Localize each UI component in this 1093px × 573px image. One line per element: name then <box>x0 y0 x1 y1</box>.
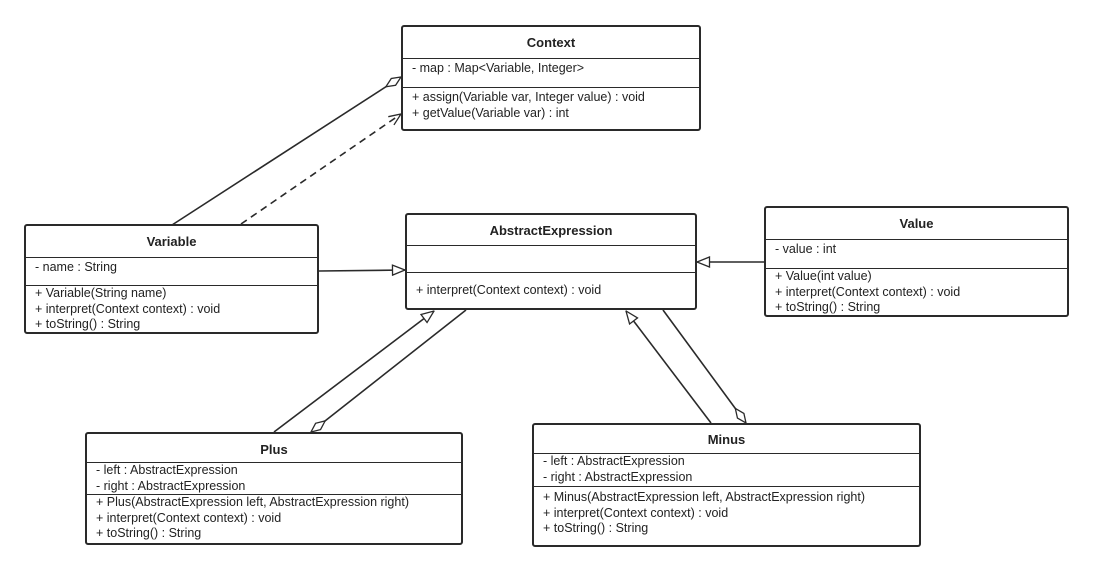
operations-compartment: + Variable(String name) + interpret(Cont… <box>26 286 317 335</box>
attributes-compartment: - name : String <box>26 258 317 286</box>
abstractexpression-minus-aggregation <box>662 309 746 423</box>
operation: + Value(int value) <box>775 269 872 283</box>
minus-class[interactable]: Minus - left : AbstractExpression - righ… <box>532 423 921 547</box>
operation: + toString() : String <box>543 521 649 535</box>
operation: + interpret(Context context) : void <box>96 510 282 525</box>
attributes-compartment: - map : Map<Variable, Integer> <box>403 59 699 88</box>
operation: + getValue(Variable var) : int <box>412 105 569 120</box>
attributes-compartment: - value : int <box>766 240 1067 269</box>
class-name: Variable <box>26 226 317 258</box>
variable-class[interactable]: Variable - name : String + Variable(Stri… <box>24 224 319 334</box>
attributes-compartment <box>407 246 695 273</box>
context-class[interactable]: Context - map : Map<Variable, Integer> +… <box>401 25 701 131</box>
attribute: - value : int <box>775 242 837 256</box>
abstractexpression-plus-aggregation <box>311 309 467 432</box>
value-class[interactable]: Value - value : int + Value(int value) +… <box>764 206 1069 317</box>
operation: + Plus(AbstractExpression left, Abstract… <box>96 495 409 509</box>
attribute: - left : AbstractExpression <box>96 463 238 477</box>
class-name: Value <box>766 208 1067 240</box>
variable-context-aggregation <box>171 77 401 226</box>
operation: + Variable(String name) <box>35 286 167 300</box>
plus-abstractexpression-generalization <box>273 311 434 433</box>
operation: + interpret(Context context) : void <box>416 283 602 297</box>
variable-abstractexpression-generalization <box>318 270 405 271</box>
plus-class[interactable]: Plus - left : AbstractExpression - right… <box>85 432 463 545</box>
operation: + interpret(Context context) : void <box>543 505 729 520</box>
attributes-compartment: - left : AbstractExpression - right : Ab… <box>534 454 919 487</box>
operation: + interpret(Context context) : void <box>775 284 961 299</box>
class-name: AbstractExpression <box>407 215 695 246</box>
operations-compartment: + interpret(Context context) : void <box>407 273 695 301</box>
minus-abstractexpression-generalization <box>626 311 712 424</box>
class-name: Plus <box>87 434 461 463</box>
operations-compartment: + Plus(AbstractExpression left, Abstract… <box>87 495 461 544</box>
operations-compartment: + Minus(AbstractExpression left, Abstrac… <box>534 487 919 539</box>
attribute: - name : String <box>35 260 117 274</box>
attribute: - right : AbstractExpression <box>96 478 246 493</box>
operation: + interpret(Context context) : void <box>35 301 221 316</box>
operations-compartment: + Value(int value) + interpret(Context c… <box>766 269 1067 318</box>
attribute: - right : AbstractExpression <box>543 469 693 484</box>
operation: + toString() : String <box>96 526 202 540</box>
class-name: Context <box>403 27 699 59</box>
operation: + Minus(AbstractExpression left, Abstrac… <box>543 490 866 504</box>
attribute: - left : AbstractExpression <box>543 454 685 468</box>
attributes-compartment: - left : AbstractExpression - right : Ab… <box>87 463 461 495</box>
variable-context-dependency <box>240 114 401 225</box>
operations-compartment: + assign(Variable var, Integer value) : … <box>403 88 699 123</box>
operation: + toString() : String <box>35 317 141 331</box>
operation: + toString() : String <box>775 300 881 314</box>
class-name: Minus <box>534 425 919 454</box>
attribute: - map : Map<Variable, Integer> <box>412 61 585 75</box>
operation: + assign(Variable var, Integer value) : … <box>412 90 645 104</box>
abstractexpression-class[interactable]: AbstractExpression + interpret(Context c… <box>405 213 697 310</box>
